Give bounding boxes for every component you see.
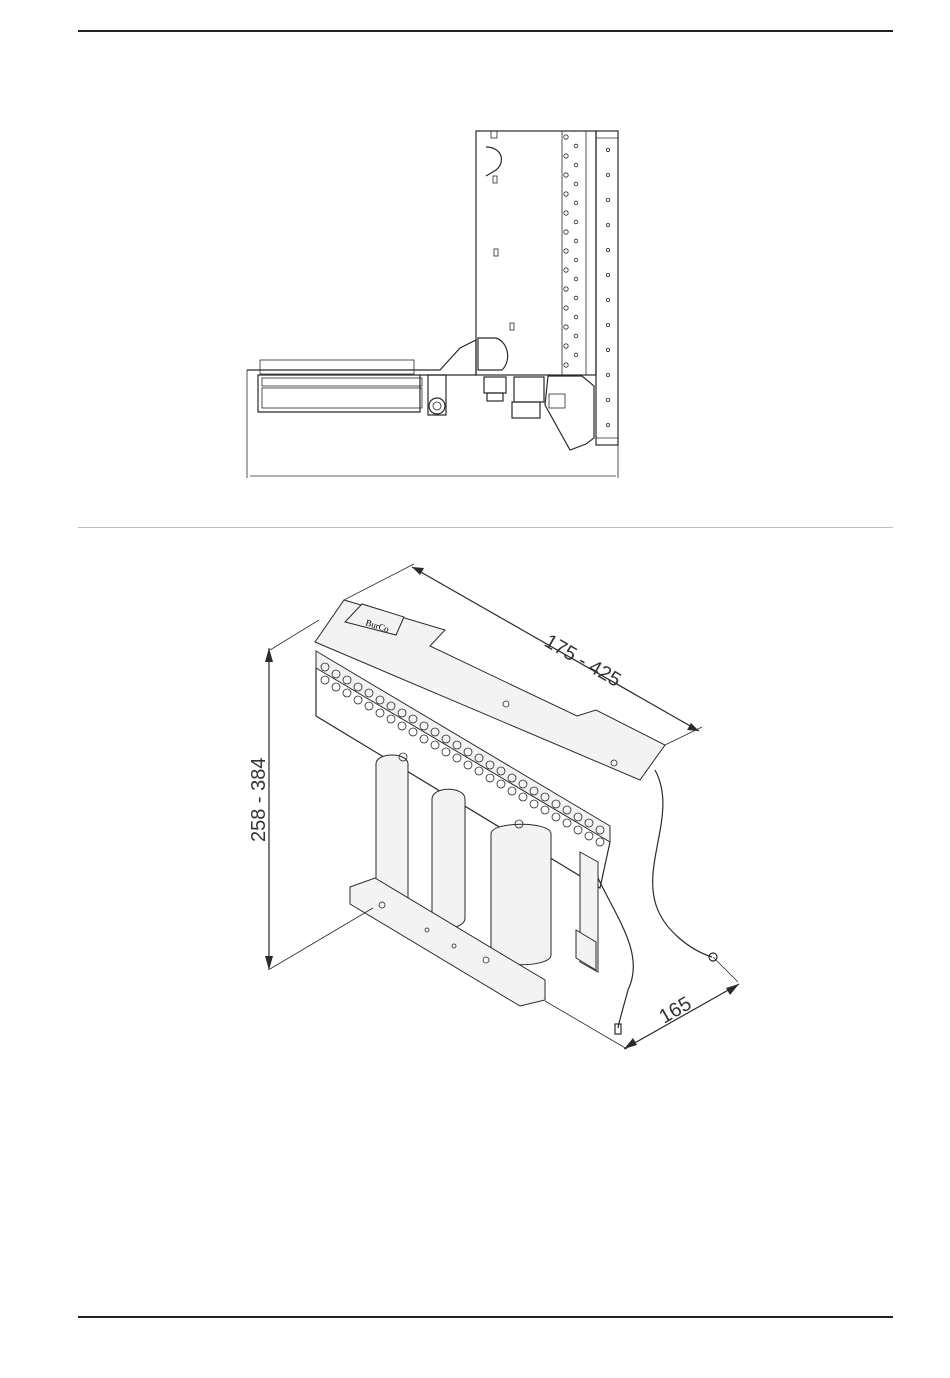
extension-line [344, 564, 414, 600]
connector-plug [487, 393, 503, 401]
pivot-knob [429, 398, 445, 414]
swing-arm-bracket [247, 340, 476, 412]
cabinet-rear-frame [596, 131, 618, 445]
ground-cable [598, 878, 633, 1028]
support-post [428, 375, 446, 415]
connector-plug [512, 402, 540, 418]
slot-marker [494, 249, 498, 256]
connector-block [514, 377, 544, 402]
module-label [549, 394, 565, 408]
extension-line [270, 620, 319, 650]
connector-block [484, 377, 506, 393]
hinge-bracket [478, 338, 508, 370]
grounding-cables [598, 770, 717, 1034]
ground-cable [653, 770, 712, 957]
pivot-knob-center [433, 402, 441, 410]
dimension-arrow-icon [265, 648, 273, 662]
rear-frame-holes [606, 148, 609, 426]
slot-marker [491, 131, 497, 138]
dimension-arrow-icon [687, 723, 699, 731]
isometric-transformer-diagram: BurCo [248, 564, 739, 1049]
slot-marker [510, 323, 514, 330]
rail-section [260, 360, 414, 374]
dimension-arrow-icon [726, 984, 739, 995]
height-dimension-label: 258 - 384 [248, 757, 270, 842]
depth-dimension-label: 165 [656, 993, 696, 1029]
coil-right [491, 824, 551, 965]
tilted-module [545, 376, 594, 450]
dimension-arrow-icon [624, 1038, 637, 1049]
rail-section [262, 388, 422, 408]
mounting-hole-row-a [564, 135, 568, 367]
top-view-diagram [247, 131, 618, 478]
dimension-arrow-icon [412, 567, 424, 575]
extension-line [270, 908, 373, 969]
extension-line [713, 957, 738, 982]
mounting-hole-row-b [574, 144, 578, 357]
length-dimension-label: 175 - 425 [541, 630, 625, 691]
rail-section [262, 378, 422, 386]
coil-middle [432, 789, 465, 928]
slot-marker [493, 176, 497, 183]
cable-clip [486, 147, 501, 176]
